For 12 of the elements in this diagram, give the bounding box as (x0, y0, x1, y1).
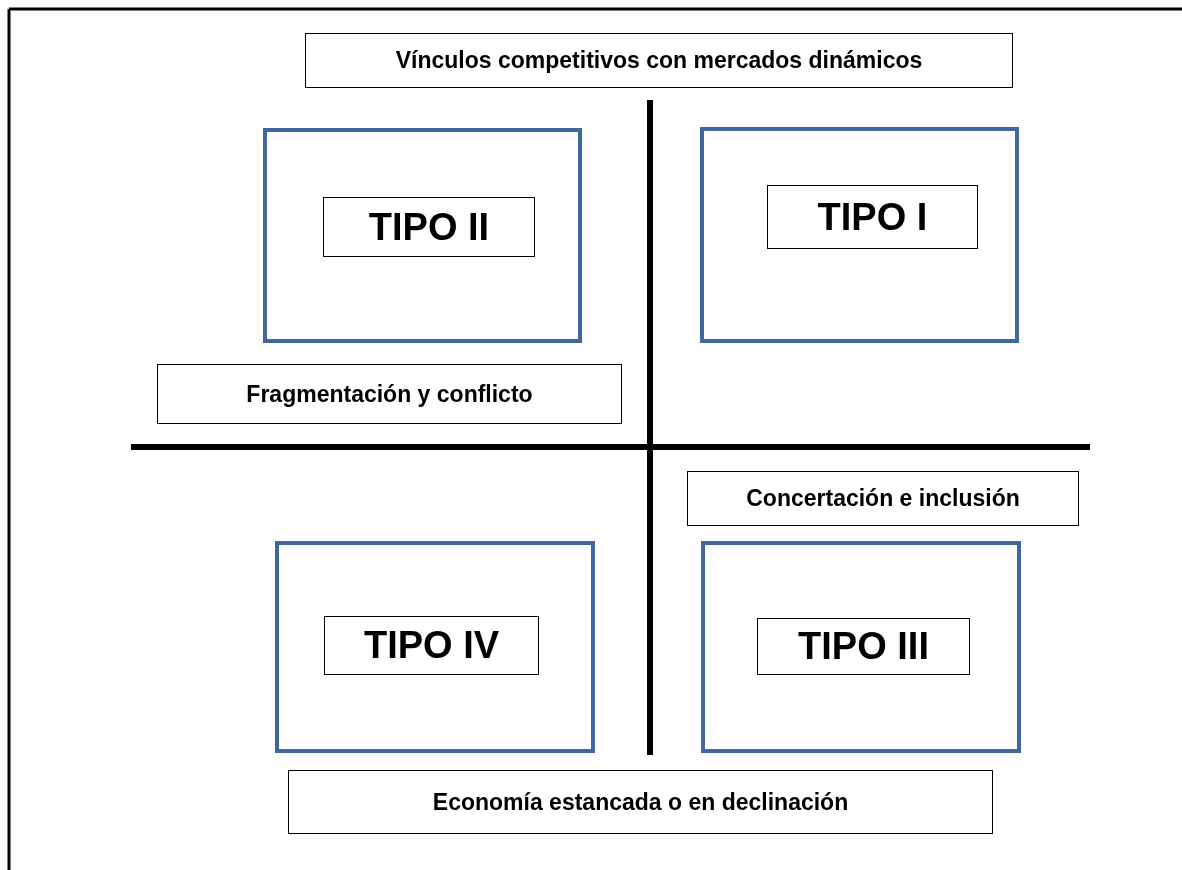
axis-label-box: Concertación e inclusión (687, 471, 1079, 526)
quadrant-box (700, 127, 1019, 343)
axis-label-box: Economía estancada o en declinación (288, 770, 993, 834)
type-label-box: TIPO II (323, 197, 535, 257)
type-label-box: TIPO III (757, 618, 970, 675)
quadrant-box (701, 541, 1021, 753)
axis-label-box: Vínculos competitivos con mercados dinámicos (305, 33, 1013, 88)
quadrant-box (275, 541, 595, 753)
type-label-box: TIPO I (767, 185, 978, 249)
axis-label-box: Fragmentación y conflicto (157, 364, 622, 424)
quadrant-box (263, 128, 582, 343)
type-label-box: TIPO IV (324, 616, 539, 675)
